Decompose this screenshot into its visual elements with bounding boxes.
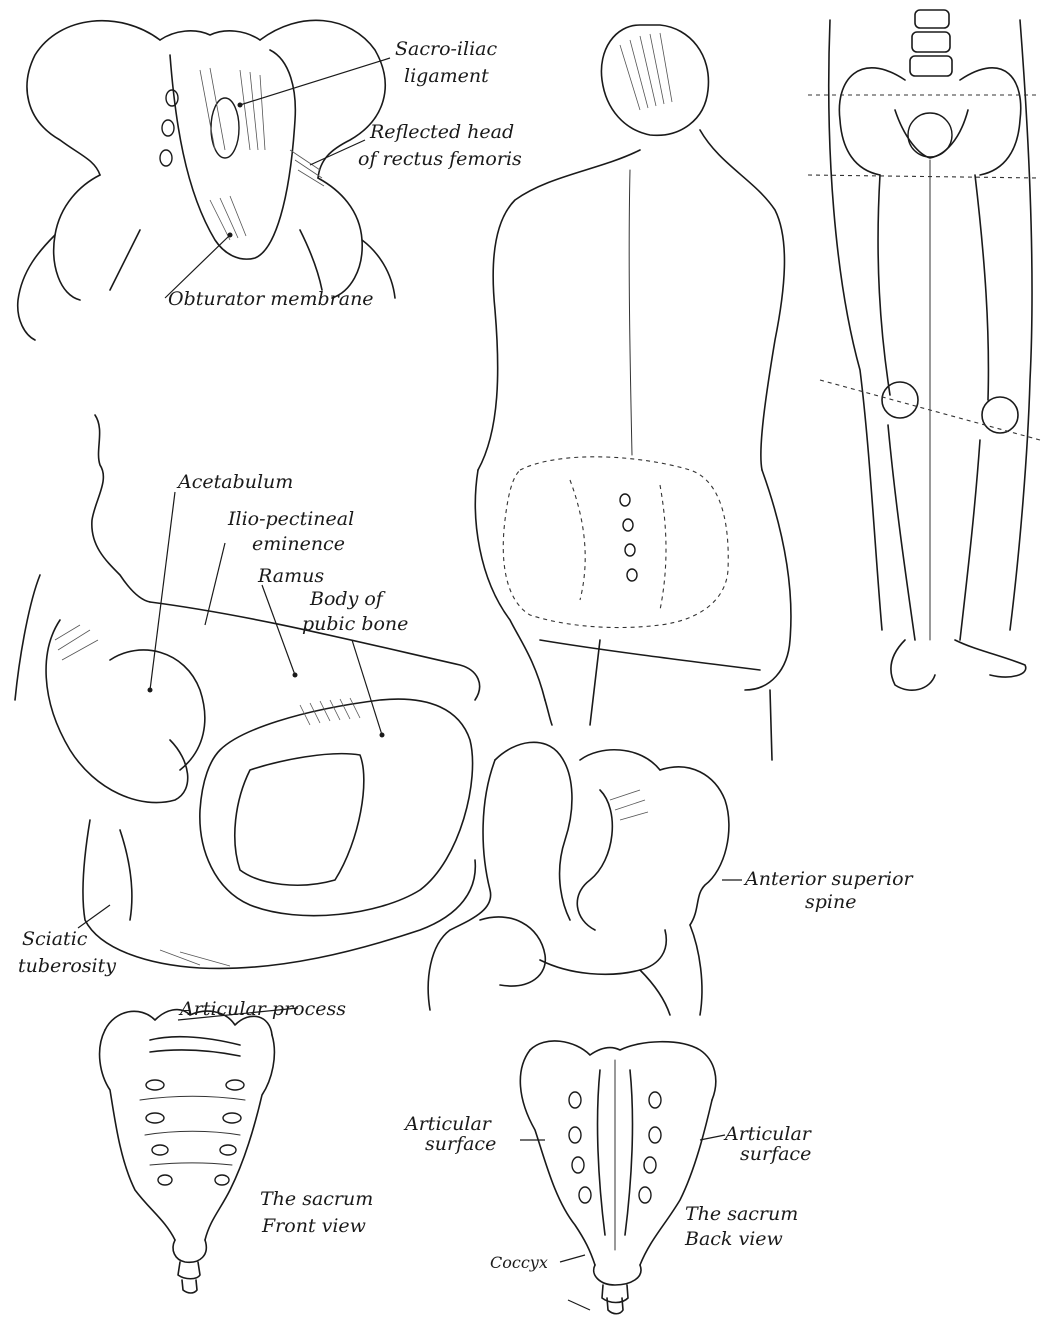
label-sacro-iliac-ligament-line2: ligament [404,65,489,87]
sacrum-front-view-drawing [100,1010,275,1293]
label-articular-surface-left-line1: Articular [403,1113,493,1135]
label-sacro-iliac-ligament-line1: Sacro-iliac [395,38,497,60]
label-sacrum-back-view-line1: The sacrum [685,1203,798,1225]
label-ilio-pectineal-line2: eminence [252,533,345,555]
label-sacrum-front-view-line2: Front view [261,1215,366,1237]
label-sacrum-front-view-line1: The sacrum [260,1188,373,1210]
sacrum-back-view-drawing [520,1041,715,1314]
label-coccyx: Coccyx [490,1253,548,1272]
label-ramus: Ramus [257,565,324,587]
label-articular-surface-right-line1: Articular [723,1123,813,1145]
label-articular-surface-left-line2: surface [425,1133,496,1155]
label-body-of-pubic-bone-line2: pubic bone [302,613,408,635]
label-anterior-superior-spine-line2: spine [805,891,856,913]
hip-bone-side-view-drawing [15,415,480,968]
label-reflected-head-line1: Reflected head [369,121,514,143]
label-acetabulum: Acetabulum [176,471,293,493]
label-obturator-membrane: Obturator membrane [168,288,374,310]
label-reflected-head-line2: of rectus femoris [358,148,522,170]
label-sacrum-back-view-line2: Back view [684,1228,783,1250]
label-sciatic-tuberosity-line1: Sciatic [22,928,88,950]
label-body-of-pubic-bone-line1: Body of [309,588,386,610]
label-anterior-superior-spine-line1: Anterior superior [743,868,915,890]
seated-figure-back-view-drawing [475,25,791,760]
label-articular-surface-right-line2: surface [740,1143,811,1165]
label-sciatic-tuberosity-line2: tuberosity [18,955,116,977]
standing-skeleton-front-view-drawing [808,10,1040,690]
label-ilio-pectineal-line1: Ilio-pectineal [227,508,354,530]
label-articular-process: Articular process [178,998,346,1020]
